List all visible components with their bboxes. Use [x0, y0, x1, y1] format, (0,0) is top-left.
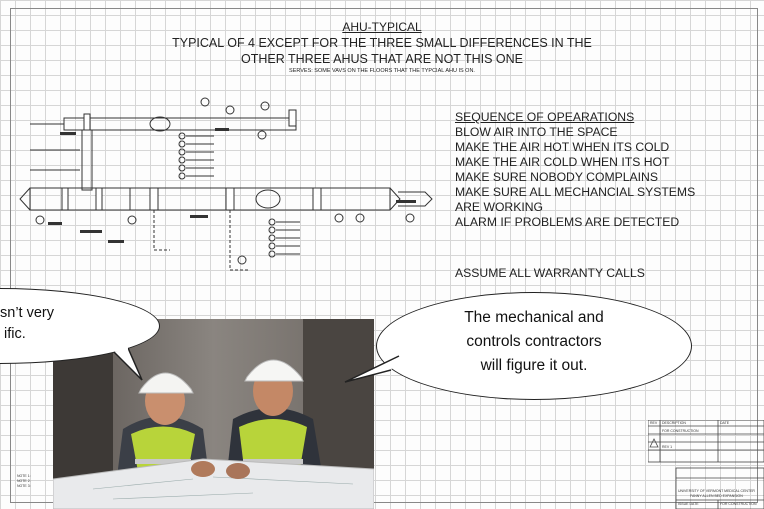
- sensor-icon: [237, 255, 247, 265]
- drawing-border: [10, 8, 758, 503]
- tb-issue-status: FOR CONSTRUCTION: [720, 502, 757, 506]
- sensor-icon: [35, 215, 45, 225]
- filter-icon: [61, 187, 69, 211]
- filter-icon: [95, 187, 103, 211]
- heating-coil-icon: [149, 187, 159, 211]
- tb-rev-header: REV: [650, 421, 658, 425]
- speech-right-line3: will figure it out.: [480, 357, 588, 374]
- sequence-item: MAKE THE AIR HOT WHEN ITS COLD: [455, 140, 670, 154]
- cooling-coil-icon: [225, 187, 235, 211]
- tag-label: [215, 128, 229, 131]
- tb-owner-line1: UNIVERSITY OF VERMONT MEDICAL CENTER: [678, 489, 755, 493]
- tb-issue-label: ISSUE DATE: [678, 502, 699, 506]
- note-3: NOTE 3:: [17, 484, 31, 488]
- speech-right-line2: controls contractors: [466, 333, 602, 350]
- sensor-icon: [355, 213, 365, 223]
- filter-icon: [312, 187, 322, 211]
- sensor-icon: [405, 213, 415, 223]
- tb-row1-desc: FOR CONSTRUCTION: [662, 429, 699, 433]
- supply-duct: [29, 187, 391, 211]
- supply-fan-icon: [255, 189, 281, 209]
- drawing-title: AHU-TYPICAL: [342, 20, 422, 34]
- tb-owner-line2: FANNY ALLEN BED EXPANSION: [690, 494, 743, 498]
- sequence-of-operations: SEQUENCE OF OPEARATIONS BLOW AIR INTO TH…: [455, 110, 695, 230]
- return-duct: [63, 117, 297, 131]
- revision-delta-icon: [649, 438, 659, 448]
- control-points-left: [178, 132, 214, 180]
- sensor-icon: [334, 213, 344, 223]
- sensor-icon: [225, 105, 235, 115]
- speech-right-line1: The mechanical and: [464, 309, 604, 326]
- control-points-right: [268, 218, 300, 258]
- speech-bubble-right-tail: [344, 355, 400, 383]
- sequence-item: MAKE SURE NOBODY COMPLAINS: [455, 170, 658, 184]
- sequence-item: MAKE SURE ALL MECHANCIAL SYSTEMS: [455, 185, 696, 199]
- filter-icon: [288, 109, 297, 127]
- hardhat-icon: [244, 359, 304, 382]
- ahu-schematic: [19, 97, 433, 271]
- chilled-water-pipe: [229, 210, 250, 271]
- drawing-notes: NOTE 1: NOTE 2: NOTE 3:: [17, 474, 31, 489]
- filter-icon: [83, 113, 91, 131]
- blueprint-sheet: [53, 458, 374, 509]
- mixing-duct: [81, 129, 93, 191]
- sequence-item: ALARM IF PROBLEMS ARE DETECTED: [455, 215, 680, 229]
- tag-label: [60, 132, 76, 135]
- tb-desc-header: DESCRIPTION: [662, 421, 686, 425]
- speech-bubble-left-tail: [113, 347, 143, 381]
- sensor-icon: [200, 97, 210, 107]
- heating-pipe: [153, 210, 170, 251]
- hand: [226, 463, 250, 479]
- speech-left-line1: sn’t very: [0, 305, 54, 321]
- speech-bubble-right: [376, 292, 692, 400]
- to-space-tag: [398, 191, 433, 207]
- speech-bubble-left-text: sn’t very ific.: [0, 303, 150, 345]
- drawing-subtitle-line1: TYPICAL OF 4 EXCEPT FOR THE THREE SMALL …: [172, 36, 592, 50]
- serves-note: SERVES: SOME VAVS ON THE FLOORS THAT THE…: [289, 68, 475, 74]
- sensor-icon: [257, 130, 267, 140]
- tag-label: [190, 215, 208, 218]
- tb-date-header: DATE: [720, 421, 730, 425]
- sequence-item: MAKE THE AIR COLD WHEN ITS HOT: [455, 155, 670, 169]
- outside-air-arrow: [19, 187, 31, 211]
- sequence-item: BLOW AIR INTO THE SPACE: [455, 125, 618, 139]
- assumption-note: ASSUME ALL WARRANTY CALLS: [455, 266, 645, 280]
- supply-air-arrow: [389, 187, 401, 211]
- tag-label: [396, 200, 416, 203]
- tb-row2-desc: REV 1: [662, 445, 673, 449]
- speech-bubble-right-text: The mechanical and controls contractors …: [410, 306, 658, 378]
- hand: [191, 461, 215, 477]
- sensor-icon: [127, 215, 137, 225]
- tag-label: [80, 230, 102, 233]
- note-2: NOTE 2:: [17, 479, 31, 483]
- note-1: NOTE 1:: [17, 474, 31, 478]
- speech-left-line2: ific.: [4, 326, 26, 342]
- title-block: [648, 420, 764, 509]
- tag-label: [48, 222, 62, 225]
- return-fan-icon: [149, 116, 171, 132]
- sensor-icon: [260, 101, 270, 111]
- sequence-item: ARE WORKING: [455, 200, 544, 214]
- contractors-photo: [53, 319, 374, 509]
- drawing-subtitle-line2: OTHER THREE AHUS THAT ARE NOT THIS ONE: [240, 52, 523, 66]
- hardhat-icon: [138, 372, 194, 394]
- tag-label: [108, 240, 124, 243]
- sequence-heading: SEQUENCE OF OPEARATIONS: [455, 110, 635, 124]
